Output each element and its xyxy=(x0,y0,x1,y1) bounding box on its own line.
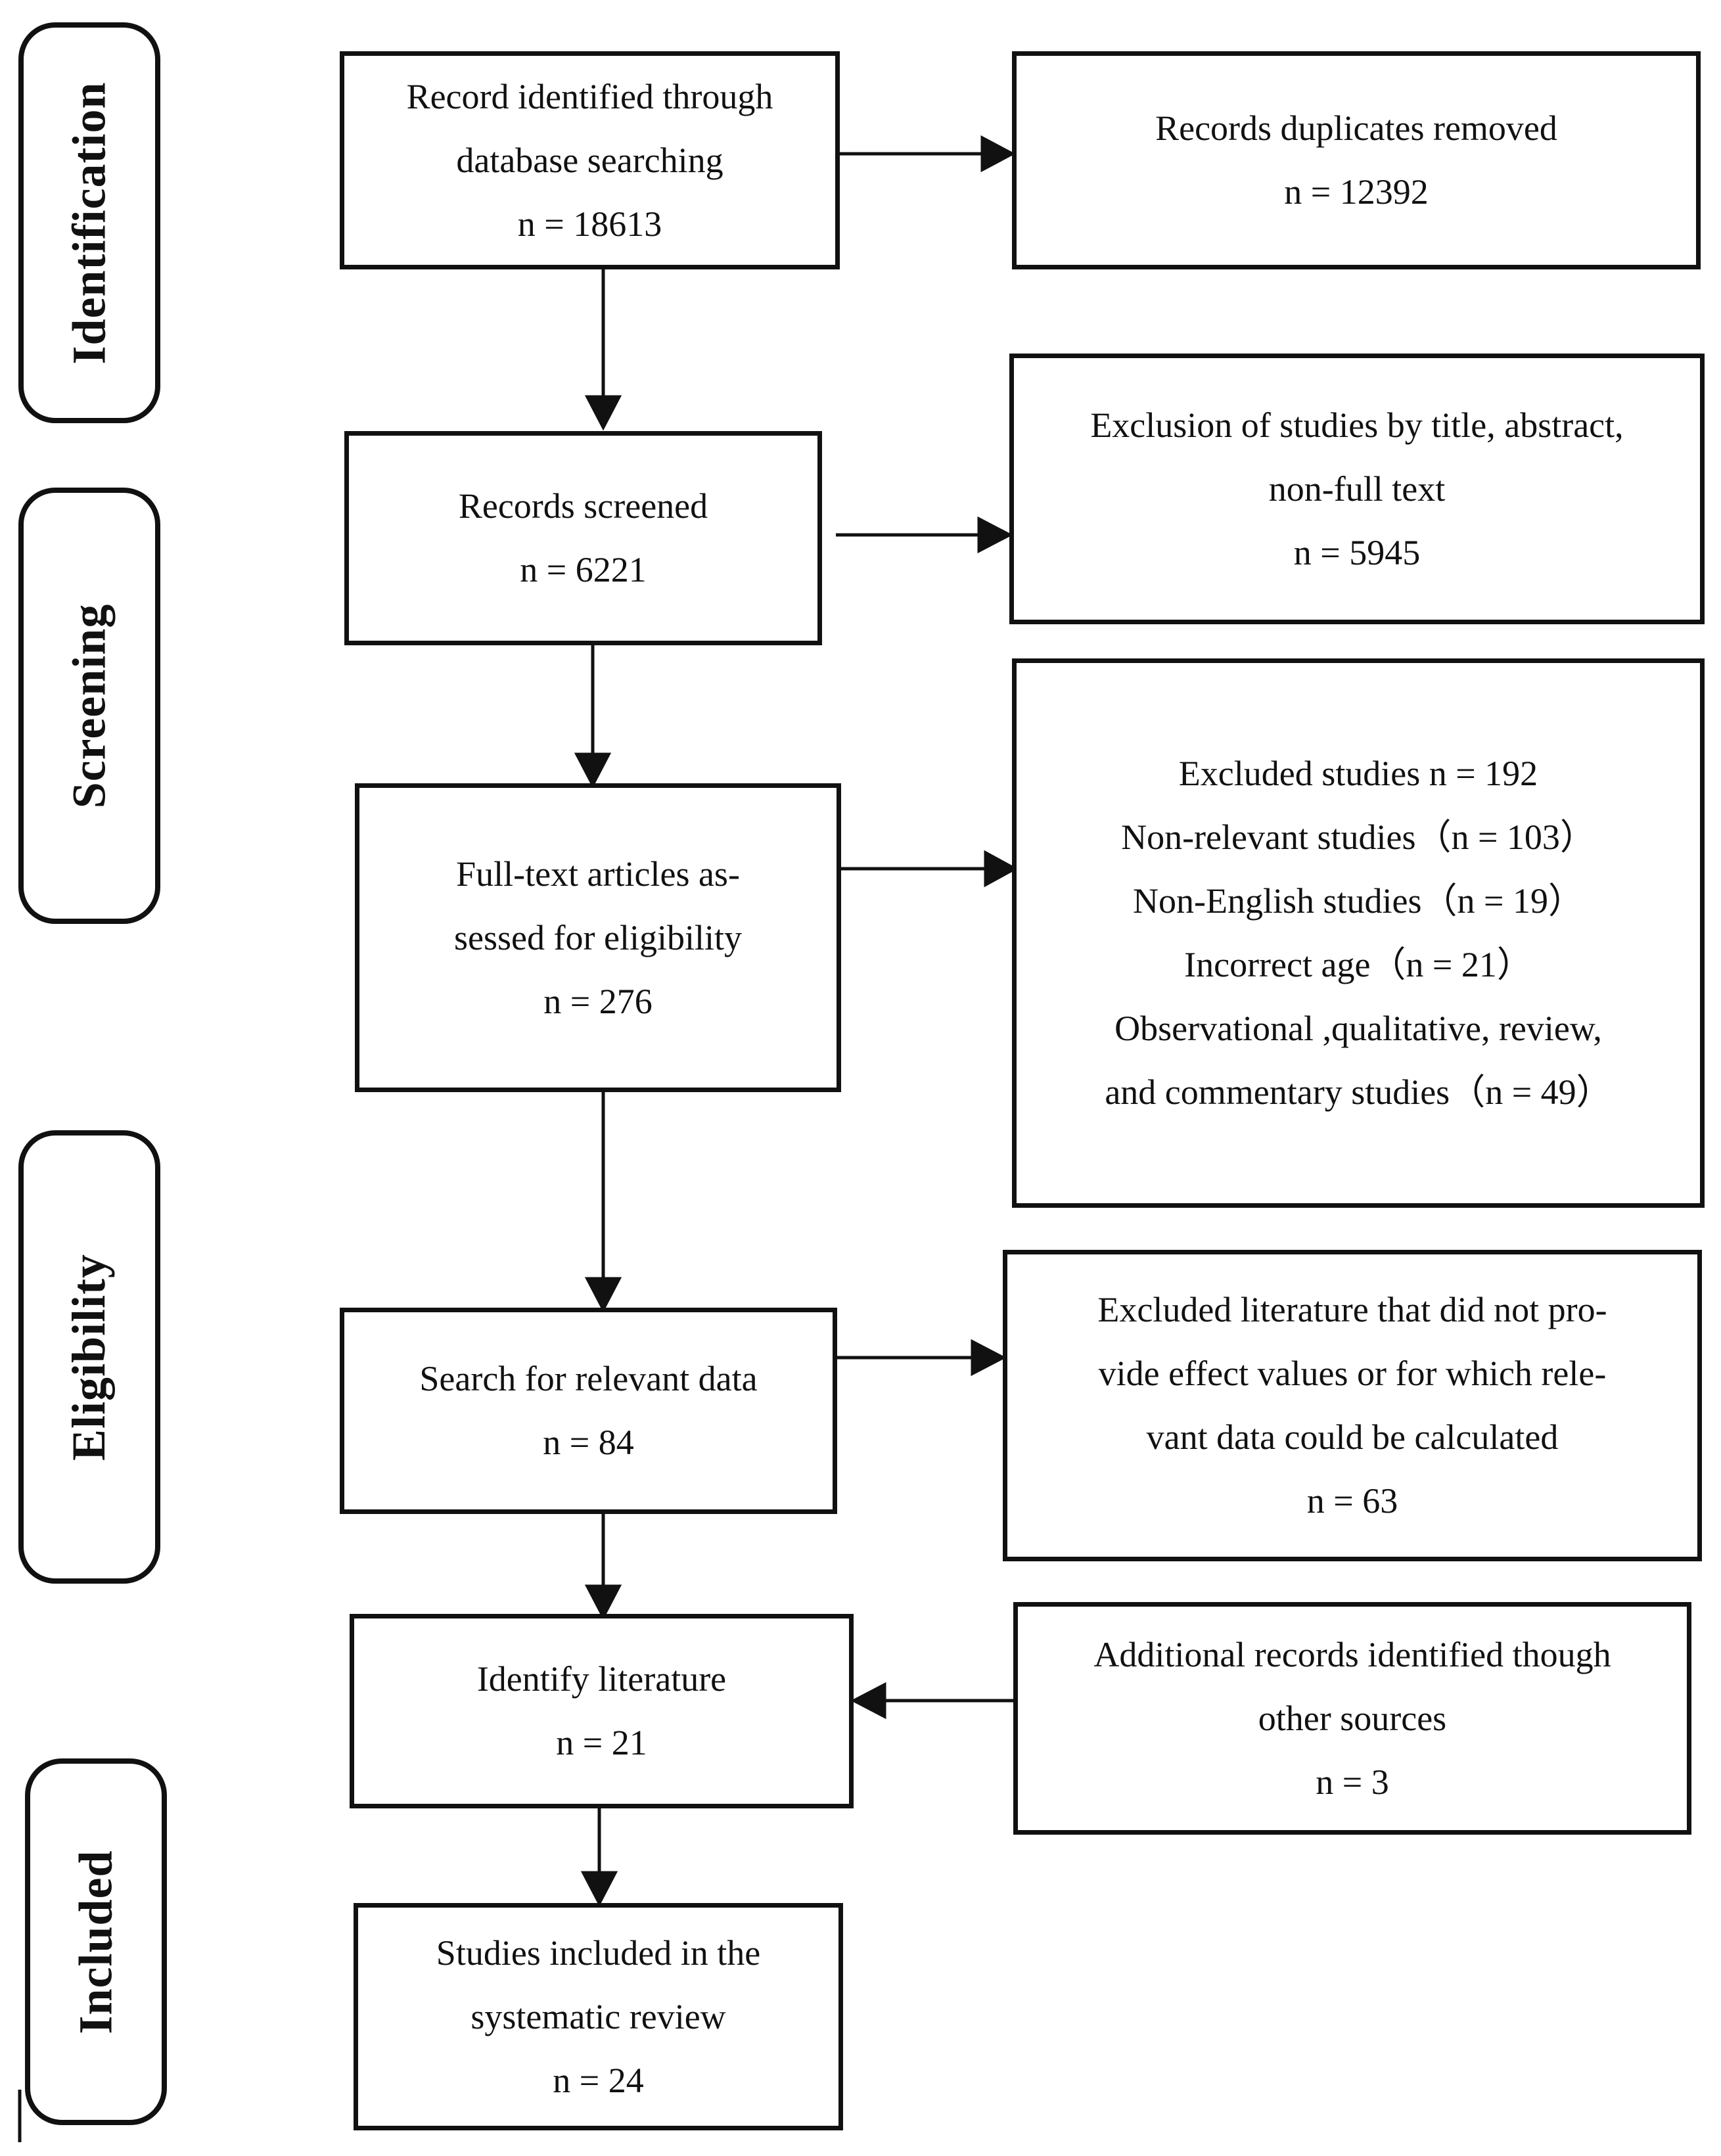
stage-label-screening: Screening xyxy=(62,603,116,808)
box-line: n = 6221 xyxy=(520,550,647,589)
arrowhead-identified-to-screened xyxy=(584,395,622,431)
box-line: n = 63 xyxy=(1306,1481,1398,1521)
box-line: sessed for eligibility xyxy=(454,917,742,957)
stage-label-included: Included xyxy=(69,1849,122,2034)
arrowhead-screened-to-excluded xyxy=(977,516,1013,554)
box-line: vant data could be calculated xyxy=(1146,1417,1559,1457)
box-line: Excluded studies n = 192 xyxy=(1178,754,1538,793)
box-additional-records: Additional records identified though oth… xyxy=(1013,1602,1691,1835)
box-records-screened: Records screened n = 6221 xyxy=(344,431,822,645)
box-line: n = 18613 xyxy=(517,204,662,244)
box-line: and commentary studies（n = 49） xyxy=(1105,1072,1612,1112)
box-line: Records duplicates removed xyxy=(1155,108,1557,148)
box-line: Non-English studies（n = 19） xyxy=(1133,881,1584,921)
box-records-identified: Record identified through database searc… xyxy=(340,51,840,269)
box-search-relevant-data: Search for relevant data n = 84 xyxy=(340,1308,837,1514)
box-line: n = 21 xyxy=(556,1723,647,1762)
arrowhead-relevant-to-identify xyxy=(584,1584,622,1620)
box-line: Non-relevant studies（n = 103） xyxy=(1121,817,1595,857)
box-line: Search for relevant data xyxy=(419,1359,758,1398)
box-excluded-literature: Excluded literature that did not pro- vi… xyxy=(1003,1250,1702,1561)
arrowhead-fulltext-to-excluded xyxy=(984,850,1019,888)
arrowhead-identified-to-duplicates xyxy=(980,135,1016,173)
box-line: n = 276 xyxy=(543,981,653,1021)
box-line: systematic review xyxy=(470,1996,726,2036)
stage-eligibility: Eligibility xyxy=(18,1130,160,1584)
box-line: n = 24 xyxy=(553,2060,644,2100)
box-fulltext-assessed: Full-text articles as- sessed for eligib… xyxy=(355,783,841,1092)
arrowhead-relevant-to-excluded xyxy=(971,1339,1007,1377)
box-line: Incorrect age（n = 21） xyxy=(1184,945,1532,984)
box-line: n = 3 xyxy=(1316,1762,1389,1802)
stage-label-eligibility: Eligibility xyxy=(62,1253,116,1461)
stage-label-identification: Identification xyxy=(62,81,116,365)
stage-identification: Identification xyxy=(18,22,160,423)
box-line: Studies included in the xyxy=(436,1933,761,1973)
box-line: n = 5945 xyxy=(1293,532,1421,572)
box-duplicates-removed: Records duplicates removed n = 12392 xyxy=(1012,51,1701,269)
box-exclusion-title-abstract: Exclusion of studies by title, abstract,… xyxy=(1009,354,1705,624)
arrowhead-screened-to-fulltext xyxy=(574,752,612,789)
stage-included: Included xyxy=(25,1758,167,2125)
box-line: Observational ,qualitative, review, xyxy=(1114,1009,1602,1048)
arrowhead-fulltext-to-relevant xyxy=(584,1277,622,1313)
box-line: Record identified through xyxy=(406,76,773,116)
box-line: vide effect values or for which rele- xyxy=(1098,1354,1607,1393)
box-line: database searching xyxy=(456,140,723,180)
box-line: n = 12392 xyxy=(1284,172,1429,212)
box-line: Additional records identified though xyxy=(1093,1634,1611,1674)
box-studies-included: Studies included in the systematic revie… xyxy=(354,1903,843,2130)
box-line: Excluded literature that did not pro- xyxy=(1097,1290,1607,1329)
arrowhead-additional-to-identify xyxy=(850,1682,886,1720)
box-excluded-studies: Excluded studies n = 192 Non-relevant st… xyxy=(1012,658,1705,1208)
box-line: Records screened xyxy=(458,486,708,526)
arrowhead-identify-to-included xyxy=(580,1871,618,1907)
box-line: Identify literature xyxy=(476,1659,727,1699)
box-line: non-full text xyxy=(1268,469,1446,509)
box-line: Exclusion of studies by title, abstract, xyxy=(1090,405,1624,445)
box-line: Full-text articles as- xyxy=(456,854,740,894)
box-identify-literature: Identify literature n = 21 xyxy=(350,1614,854,1808)
stage-screening: Screening xyxy=(18,488,160,924)
box-line: n = 84 xyxy=(543,1423,634,1462)
box-line: other sources xyxy=(1258,1698,1447,1738)
